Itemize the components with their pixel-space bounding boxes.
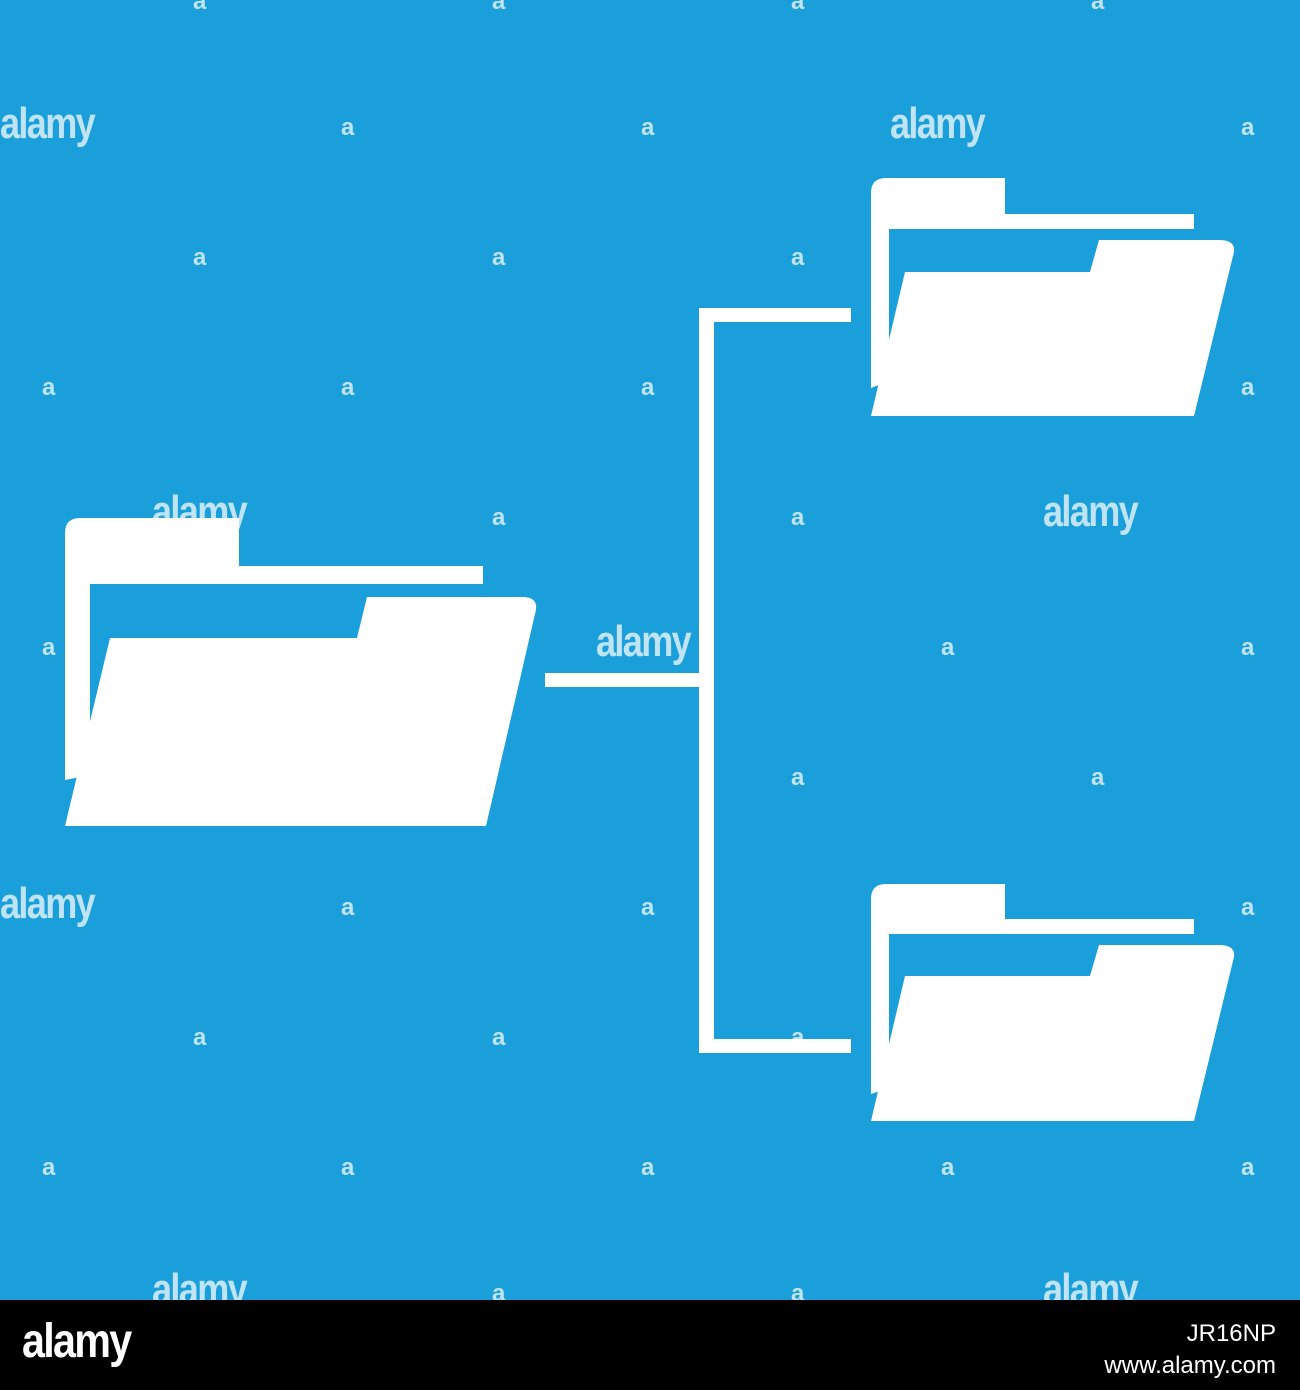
watermark-mark: a [42, 634, 56, 661]
connector-horizontal [545, 673, 700, 687]
folder-back [65, 518, 483, 780]
watermark-text: alamy [1043, 487, 1139, 536]
folder-front [871, 240, 1235, 416]
watermark-mark: a [641, 894, 655, 921]
watermark-mark: a [791, 0, 805, 15]
watermark-mark: a [641, 114, 655, 141]
watermark-text: alamy [0, 879, 96, 928]
image-id-label: JR16NP [1186, 1320, 1276, 1347]
folder-back [871, 884, 1194, 1094]
folder-back [871, 178, 1194, 388]
watermark-mark: a [1091, 1024, 1105, 1051]
footer-bar: alamy JR16NP www.alamy.com [0, 1300, 1300, 1390]
watermark-mark: a [193, 1024, 207, 1051]
folder-icon [65, 518, 537, 826]
watermark-mark: a [341, 114, 355, 141]
folder-front [871, 945, 1235, 1121]
watermark-mark: a [341, 374, 355, 401]
watermark-mark: a [1091, 764, 1105, 791]
watermark-mark: a [492, 1280, 506, 1307]
watermark-mark: a [193, 244, 207, 271]
watermark-mark: a [791, 1024, 805, 1051]
watermark-mark: a [341, 894, 355, 921]
watermark-mark: a [641, 1154, 655, 1181]
watermark-mark: a [641, 374, 655, 401]
watermark-mark: a [492, 0, 506, 15]
watermark-mark: a [1241, 634, 1255, 661]
watermark-mark: a [341, 1154, 355, 1181]
footer-logo: alamy [22, 1315, 132, 1368]
watermark-mark: a [791, 764, 805, 791]
watermark-mark: a [791, 504, 805, 531]
folder-icon [871, 884, 1235, 1121]
watermark-mark: a [941, 634, 955, 661]
connector-bottom-branch [699, 1039, 851, 1053]
folder-icon [871, 178, 1235, 416]
watermark-mark: a [791, 1280, 805, 1307]
watermark-mark: a [1241, 374, 1255, 401]
tree-connector [545, 308, 851, 1053]
watermark-text: alamy [596, 617, 692, 666]
watermark-mark: a [492, 244, 506, 271]
watermark-text: alamy [0, 99, 96, 148]
connector-vertical [699, 308, 714, 1053]
folder-tree-illustration [65, 178, 1235, 1121]
watermark-mark: a [492, 1024, 506, 1051]
watermark-mark: a [1241, 1154, 1255, 1181]
connector-top-branch [699, 308, 851, 322]
site-url-label: www.alamy.com [1104, 1352, 1276, 1379]
folder-front [65, 597, 537, 826]
watermark-text: alamy [890, 99, 986, 148]
watermark-mark: a [42, 1154, 56, 1181]
watermark-mark: a [492, 504, 506, 531]
watermark-mark: a [1241, 114, 1255, 141]
watermark-mark: a [791, 244, 805, 271]
watermark-mark: a [42, 374, 56, 401]
watermark-mark: a [193, 0, 207, 15]
watermark-mark: a [1091, 0, 1105, 15]
watermark-mark: a [1241, 894, 1255, 921]
watermark-text: alamy [152, 487, 248, 536]
watermark-mark: a [941, 1154, 955, 1181]
